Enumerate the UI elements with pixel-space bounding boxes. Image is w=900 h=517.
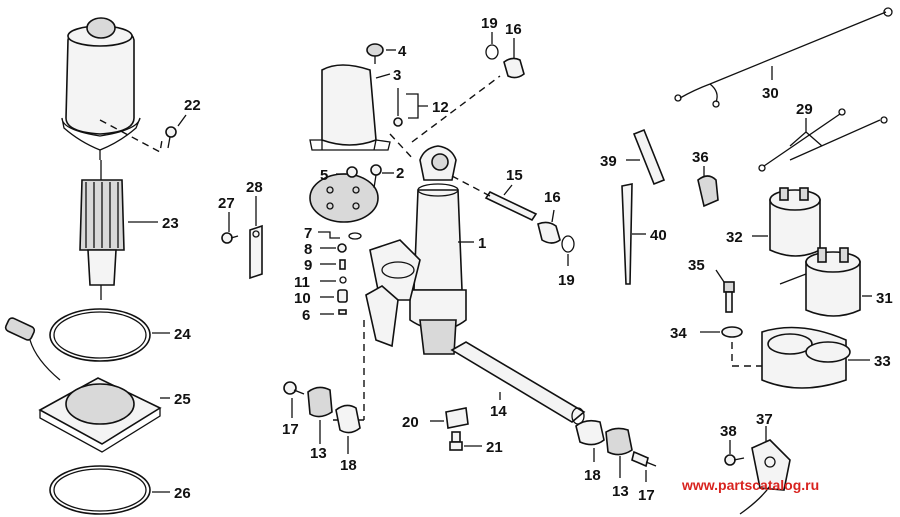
screws-12[interactable] [393,88,428,127]
callout-21: 21 [486,439,503,456]
callout-38: 38 [720,423,737,440]
clip-36[interactable] [697,175,719,208]
callout-16-lower: 16 [544,189,561,206]
callout-3: 3 [393,67,401,84]
bushing-18-left[interactable] [335,404,361,434]
ball-8[interactable] [337,243,347,253]
solenoid-31[interactable] [779,247,861,317]
pin-15[interactable] [484,190,538,222]
seal-6[interactable] [338,309,347,315]
bolt-35[interactable] [723,281,735,313]
reservoir-3[interactable] [309,64,391,151]
callout-6: 6 [302,307,310,324]
callout-11: 11 [294,274,310,291]
callout-26: 26 [174,485,191,502]
wire-29[interactable] [758,108,888,172]
callout-2: 2 [396,165,404,182]
callout-13-right: 13 [612,483,629,500]
callout-17-right: 17 [638,487,655,504]
solenoid-32[interactable] [769,187,821,257]
wire-30[interactable] [674,7,893,108]
callout-32: 32 [726,229,743,246]
callout-18-left: 18 [340,457,357,474]
callout-5: 5 [320,167,328,184]
armature-23[interactable] [79,160,125,300]
callout-27: 27 [218,195,235,212]
callout-10: 10 [294,290,311,307]
callout-18-right: 18 [584,467,601,484]
bracket-33[interactable] [761,326,851,389]
o-ring-7[interactable] [348,232,362,240]
callout-15: 15 [506,167,523,184]
screw-38[interactable] [724,454,745,466]
bushing-13-left[interactable] [307,386,333,418]
nut-20[interactable] [445,407,469,429]
callout-30: 30 [762,85,779,102]
callout-24: 24 [174,326,191,343]
motor-housing[interactable] [61,17,141,160]
screw-21[interactable] [449,431,463,451]
callout-20: 20 [402,414,419,431]
callout-23: 23 [162,215,179,232]
clamp-37[interactable] [739,439,791,515]
callout-12: 12 [432,99,449,116]
washer-34[interactable] [721,326,743,338]
callout-1: 1 [478,235,486,252]
ring-19-lower[interactable] [561,235,575,253]
callout-39: 39 [600,153,617,170]
screw-2[interactable] [370,164,382,189]
bolt-17-right[interactable] [631,450,657,468]
plunger-10[interactable] [337,289,348,303]
callout-35: 35 [688,257,705,274]
callout-19-upper: 19 [481,15,498,32]
callout-7: 7 [304,225,312,242]
callout-34: 34 [670,325,687,342]
bushing-18-right[interactable] [575,419,605,446]
callout-28: 28 [246,179,263,196]
o-ring-24[interactable] [49,308,151,362]
callout-40: 40 [650,227,667,244]
callout-4: 4 [398,43,407,60]
callout-8: 8 [304,241,312,258]
callout-labels: 1 2 3 4 5 6 7 8 9 10 11 12 13 13 14 15 1… [162,15,893,504]
callout-9: 9 [304,257,312,274]
shaft-14[interactable] [450,341,586,425]
watermark: www.partscatalog.ru [681,477,819,493]
spring-9[interactable] [339,259,346,270]
callout-16-upper: 16 [505,21,522,38]
strap-39[interactable] [632,128,666,186]
o-ring-26[interactable] [49,465,151,515]
brush-plate-25[interactable] [4,317,162,453]
pump-body[interactable] [309,166,379,223]
callout-19-lower: 19 [558,272,575,289]
bracket-28[interactable] [249,224,263,280]
callout-25: 25 [174,391,191,408]
bushing-13-right[interactable] [605,427,633,456]
cap-4[interactable] [366,43,384,64]
ball-11[interactable] [339,276,347,284]
callout-13-left: 13 [310,445,327,462]
callout-37: 37 [756,411,773,428]
screw-27[interactable] [221,232,239,244]
bolt-17-left[interactable] [283,381,305,395]
callout-33: 33 [874,353,891,370]
ring-19-upper[interactable] [485,44,499,60]
screw-22[interactable] [165,126,177,149]
tie-40[interactable] [621,183,633,285]
callout-29: 29 [796,101,813,118]
bushing-16-lower[interactable] [537,221,561,244]
callout-22: 22 [184,97,201,114]
callout-36: 36 [692,149,709,166]
callout-17-left: 17 [282,421,299,438]
bushing-16-upper[interactable] [503,57,525,79]
callout-14: 14 [490,403,507,420]
callout-31: 31 [876,290,893,307]
trim-cylinder-1[interactable] [365,145,467,355]
